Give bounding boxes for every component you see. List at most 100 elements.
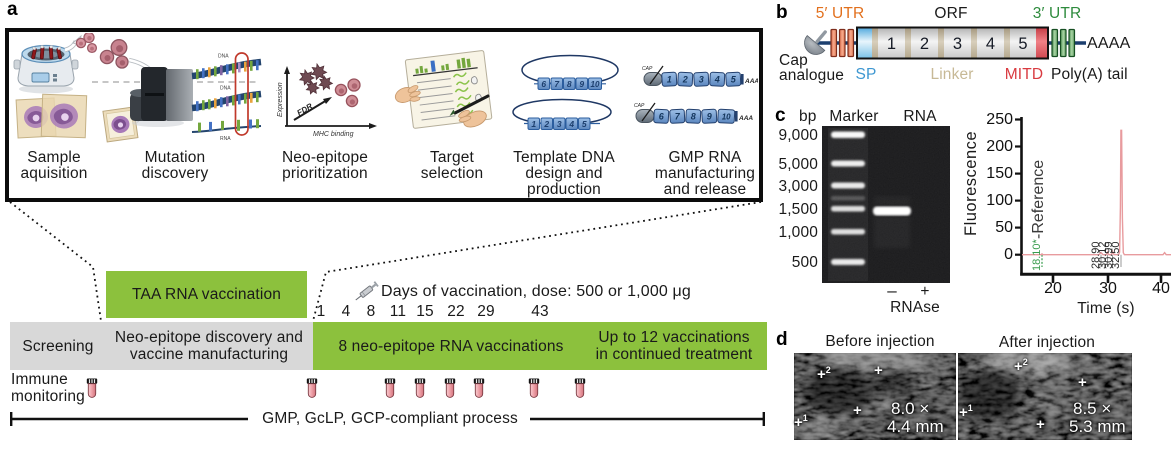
ytick-250: 250 xyxy=(986,111,1013,128)
left-hand-icon xyxy=(394,85,421,103)
before-injection-title: Before injection xyxy=(825,333,935,350)
after-dimension-1: 8.5 × xyxy=(1073,399,1112,418)
plasmid-top-genes: 6 7 8 9 10 xyxy=(537,77,602,90)
svg-text:10: 10 xyxy=(591,80,600,89)
orf-segment-1: 1 xyxy=(887,35,896,53)
right-hand-icon xyxy=(449,94,490,128)
ladder-9000: 9,000 xyxy=(778,127,818,144)
mrna-cap-label-bottom: CAP xyxy=(634,103,645,109)
illustration-target-selection xyxy=(394,50,493,129)
ladder-3000: 3,000 xyxy=(778,178,818,195)
timeline-bar-green xyxy=(313,322,767,370)
ytick-200: 200 xyxy=(986,138,1013,155)
linker-label: Linker xyxy=(930,66,974,83)
ytick-0: 0 xyxy=(1004,246,1013,264)
plasmid-bottom-genes: 1 2 3 4 5 xyxy=(527,117,591,130)
day-tick-4: 4 xyxy=(341,303,351,320)
xtick-30: 30 xyxy=(1099,280,1117,297)
peak-label-3250: 32.50 xyxy=(1109,241,1122,269)
timeline-vaccinations: 8 neo-epitope RNA vaccinations xyxy=(338,337,564,355)
day-tick-11: 11 xyxy=(389,303,407,320)
peak-time-ticks xyxy=(1100,254,1122,267)
y-ticks xyxy=(1015,118,1022,256)
scatter-xlabel: MHC binding xyxy=(313,131,354,138)
svg-text:9: 9 xyxy=(579,79,584,89)
immune-monitoring-label: Immune monitoring xyxy=(11,371,85,405)
svg-text:10: 10 xyxy=(722,113,731,122)
caliper-marker-b-before: + xyxy=(853,402,862,419)
svg-text:4: 4 xyxy=(568,119,574,129)
illustration-template-dna: 6 7 8 9 10 1 2 3 4 5 xyxy=(512,54,619,130)
orf-segment-4: 4 xyxy=(986,35,995,53)
svg-text:1: 1 xyxy=(531,119,536,129)
svg-text:5: 5 xyxy=(582,119,587,129)
svg-text:7: 7 xyxy=(675,112,681,122)
day-tick-22: 22 xyxy=(447,303,465,320)
ultrasound-after xyxy=(958,353,1132,440)
svg-text:6: 6 xyxy=(541,79,546,89)
orf-segment-3: 3 xyxy=(953,35,962,53)
caliper-marker-b-after: + xyxy=(1036,416,1045,433)
day-tick-8: 8 xyxy=(366,303,376,320)
tissue-cassettes-icon xyxy=(15,93,88,139)
cap-analogue-label-line1: Cap xyxy=(779,52,808,69)
selected-cells-icon xyxy=(334,78,361,108)
caliper-marker-before: + xyxy=(874,362,883,379)
time-axis-label: Time (s) xyxy=(1077,300,1135,317)
step-label-target-selection: Target selection xyxy=(420,149,484,182)
xtick-40: 40 xyxy=(1152,280,1170,297)
fluorescence-axis-label: Fluorescence xyxy=(962,130,980,236)
reference-label: -Reference xyxy=(1030,159,1047,239)
immune-monitoring-vials xyxy=(86,378,586,398)
panel-b-label: b xyxy=(776,2,788,23)
electropherogram xyxy=(1015,117,1171,283)
dotted-connector-left xyxy=(9,201,102,322)
day-tick-43: 43 xyxy=(531,303,549,320)
rnase-label: RNAse xyxy=(890,299,940,316)
caliper-marker-1-before: +1 xyxy=(794,413,808,431)
gmp-process-label: GMP, GcLP, GCP-compliant process xyxy=(262,410,518,427)
orf-bar: 1 2 3 4 5 xyxy=(856,26,1049,60)
workflow-box xyxy=(5,28,763,202)
mrna-cap-label-top: CAP xyxy=(642,66,653,72)
ladder-bands xyxy=(831,131,865,265)
timeline-art xyxy=(9,201,765,426)
timeline-bar-gray xyxy=(10,322,313,370)
days-caption: Days of vaccination, dose: 500 or 1,000 … xyxy=(381,283,691,300)
timeline-screening: Screening xyxy=(22,337,94,355)
ladder-500: 500 xyxy=(791,254,818,271)
highlight-oval xyxy=(234,52,249,136)
svg-text:2: 2 xyxy=(543,119,549,129)
orf-label: ORF xyxy=(934,5,968,22)
paper-list-lines xyxy=(416,78,456,121)
before-dimension-2: 4.4 mm xyxy=(887,417,944,436)
lower-marker-label: 18.10* xyxy=(1031,239,1043,271)
svg-text:8: 8 xyxy=(691,112,696,122)
caliper-marker-2-after: +2 xyxy=(1014,357,1028,375)
panel-d-label: d xyxy=(776,329,788,350)
rnase-minus: – xyxy=(887,281,897,300)
after-injection-title: After injection xyxy=(998,334,1096,351)
timeline-continued: Up to 12 vaccinations in continued treat… xyxy=(595,329,753,363)
step-label-template-dna: Template DNA design and production xyxy=(513,149,615,198)
polya-tail-text: AAAA xyxy=(1087,35,1131,52)
svg-text:3: 3 xyxy=(557,119,562,129)
svg-text:7: 7 xyxy=(554,79,560,89)
sp-segment xyxy=(857,27,872,59)
utr3-label: 3′ UTR xyxy=(1032,5,1082,22)
day-tick-15: 15 xyxy=(416,303,434,320)
svg-text:6: 6 xyxy=(659,112,665,122)
caliper-marker-after: + xyxy=(1078,374,1087,391)
illustration-gmp-rna: CAP 1 2 3 4 5 AAA CA xyxy=(634,65,758,124)
panel-c-label: c xyxy=(775,105,786,126)
taa-vaccination-box: TAA RNA vaccination xyxy=(106,271,307,318)
timeline-discovery: Neo-epitope discovery and vaccine manufa… xyxy=(114,329,304,363)
mrna-top: CAP 1 2 3 4 5 AAA xyxy=(642,65,758,87)
illustration-mutation-discovery: DNA DNA RNA xyxy=(92,39,262,143)
svg-text:5: 5 xyxy=(731,75,737,85)
svg-text:4: 4 xyxy=(714,75,720,85)
ytick-100: 100 xyxy=(986,192,1013,210)
sequencer-icon xyxy=(130,67,193,127)
ytick-50: 50 xyxy=(995,219,1013,237)
